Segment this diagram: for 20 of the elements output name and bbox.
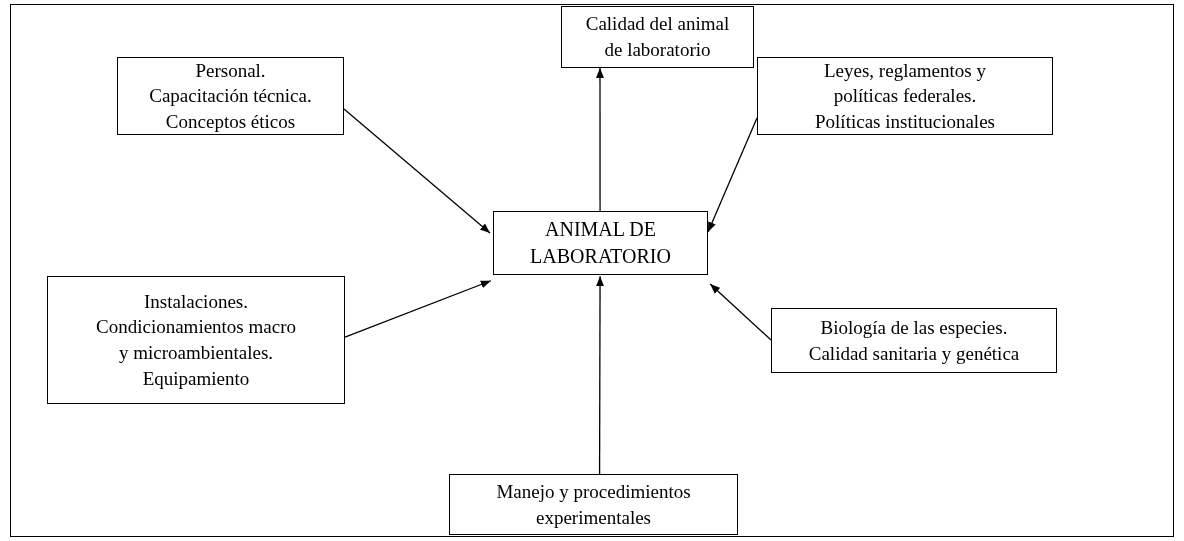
text-box: [561, 6, 754, 68]
text-box: [117, 57, 344, 135]
arrow: [343, 108, 491, 234]
box-label: ANIMAL DE LABORATORIO: [529, 217, 672, 269]
arrow: [709, 283, 772, 341]
box-label: Instalaciones. Condicionamientos macro y microambientales. Equipamiento: [95, 289, 297, 391]
arrow: [707, 117, 758, 233]
box-label: Leyes, reglamentos y políticas federales. Políticas institucionales: [814, 58, 996, 134]
arrow: [596, 67, 604, 212]
box-label: Personal. Capacitación técnica. Conceptos éticos: [148, 58, 313, 134]
box-label: Manejo y procedimientos experimentales: [495, 479, 692, 530]
text-box: [771, 308, 1057, 373]
text-box: [47, 276, 345, 404]
text-box: [757, 57, 1053, 135]
text-box: [449, 474, 738, 535]
arrow: [596, 275, 605, 475]
box-label: Calidad del animal de laboratorio: [584, 12, 731, 62]
arrow: [344, 280, 492, 338]
box-label: Biología de las especies. Calidad sanitaria y genética: [807, 315, 1021, 366]
text-box: [493, 211, 708, 275]
